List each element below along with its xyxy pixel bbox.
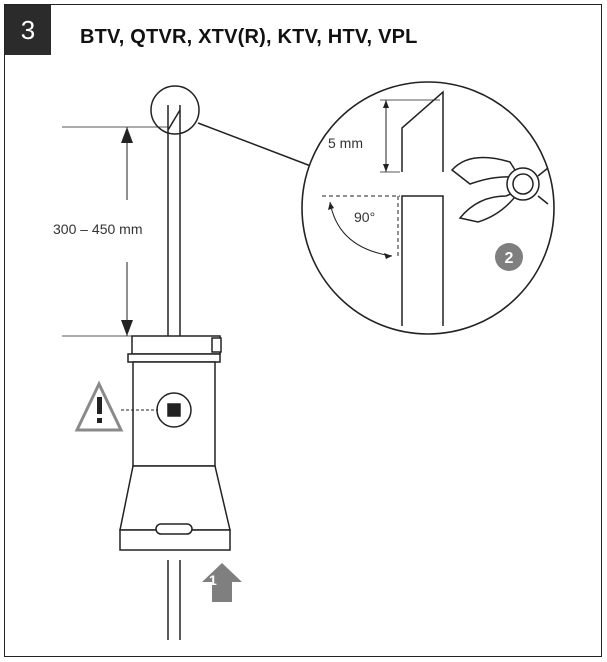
step-number-badge: 3	[5, 5, 51, 55]
length-dimension	[62, 126, 168, 337]
page-title: BTV, QTVR, XTV(R), KTV, HTV, VPL	[80, 26, 418, 48]
figure-frame	[4, 4, 602, 657]
warning-icon	[74, 380, 158, 432]
callout-1: 1	[209, 572, 217, 588]
angle-label: 90°	[354, 209, 375, 225]
step-number: 3	[20, 14, 36, 45]
dimension-length-label: 300 – 450 mm	[53, 221, 143, 237]
detail-marker-circle	[150, 85, 200, 135]
cutter-icon	[450, 156, 549, 223]
callout-2: 2	[505, 250, 514, 267]
dimension-cut-label: 5 mm	[328, 135, 363, 151]
end-cap-housing	[119, 335, 231, 551]
detail-leader-line	[197, 122, 317, 169]
arrow-up-icon	[202, 563, 242, 602]
callout-2-badge	[495, 243, 523, 271]
detail-view: 2 5 mm 90°	[301, 81, 555, 335]
cable	[167, 105, 181, 640]
